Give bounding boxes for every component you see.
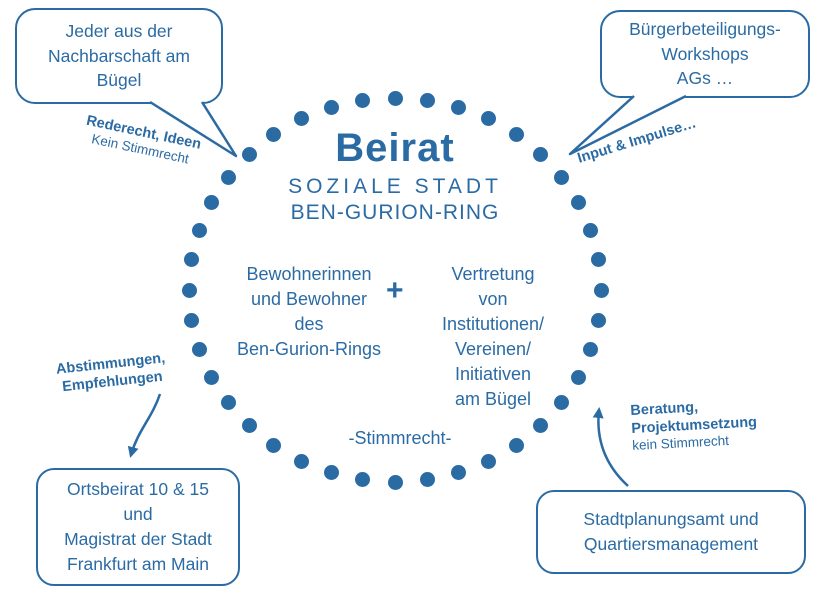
ring-dot xyxy=(571,369,587,385)
ring-dot xyxy=(355,472,371,488)
label-beratung: Beratung, Projektumsetzung kein Stimmrec… xyxy=(630,395,758,455)
ring-dot xyxy=(533,146,549,162)
ring-dot xyxy=(323,99,339,115)
ring-dot xyxy=(181,282,197,298)
box-line: Stadtplanungsamt und xyxy=(583,509,759,530)
text-line: des xyxy=(294,314,324,334)
ring-dot xyxy=(419,92,435,108)
ring-dot xyxy=(241,146,257,162)
bubble-line: Workshops xyxy=(661,43,749,64)
ring-dot xyxy=(583,341,599,357)
diagram-subtitle-1: SOZIALE STADT xyxy=(288,175,502,198)
bubble-line: AGs … xyxy=(676,68,734,89)
ring-dot xyxy=(184,252,200,268)
ring-dot xyxy=(451,465,467,481)
bubble-line: Bügel xyxy=(96,70,142,91)
text-line: von xyxy=(478,289,508,309)
bubble-line: Nachbarschaft am xyxy=(47,45,190,66)
ring-dot xyxy=(593,282,609,298)
ring-dot xyxy=(191,223,207,239)
box-line: Magistrat der Stadt xyxy=(64,529,212,549)
ring-dot xyxy=(203,369,219,385)
ring-dot xyxy=(184,312,200,328)
ring-dot xyxy=(220,395,236,411)
ring-dot xyxy=(203,195,219,211)
speech-bubble-neighbourhood: Jeder aus der Nachbarschaft am Bügel xyxy=(15,8,223,104)
ring-dot xyxy=(554,395,570,411)
ring-dot xyxy=(481,453,497,469)
ring-dot xyxy=(266,127,282,143)
ring-dot xyxy=(554,169,570,185)
ring-dot xyxy=(387,90,403,106)
diagram-title: Beirat xyxy=(335,126,455,170)
box-line: Ortsbeirat 10 & 15 xyxy=(66,479,209,500)
circle-title-block: Beirat SOZIALE STADT BEN-GURION-RING xyxy=(245,126,545,225)
ring-dot xyxy=(590,312,606,328)
ring-dot xyxy=(355,92,371,108)
box-stadtplanungsamt: Stadtplanungsamt und Quartiersmanagement xyxy=(536,490,806,574)
text-line: am Bügel xyxy=(454,389,532,409)
bubble-line: Jeder aus der xyxy=(65,20,173,41)
ring-dot xyxy=(266,437,282,453)
ring-dot xyxy=(293,111,309,127)
text-line: Bewohnerinnen xyxy=(246,264,372,284)
ring-dot xyxy=(451,99,467,115)
text-line: und Bewohner xyxy=(250,289,368,309)
ring-dot xyxy=(191,341,207,357)
ring-dot xyxy=(508,437,524,453)
ring-dot xyxy=(220,169,236,185)
ring-dot xyxy=(481,111,497,127)
ring-dot xyxy=(323,465,339,481)
ring-dot xyxy=(241,418,257,434)
text-line: Institutionen/ xyxy=(441,314,545,334)
voting-note: -Stimmrecht- xyxy=(348,428,452,448)
institutions-group: Vertretung von Institutionen/ Vereinen/ … xyxy=(412,262,574,412)
box-line: und xyxy=(123,504,153,525)
ring-dot xyxy=(419,472,435,488)
box-line: Quartiersmanagement xyxy=(583,534,759,554)
speech-bubble-workshops: Bürgerbeteiligungs- Workshops AGs … xyxy=(600,10,810,98)
ring-dot xyxy=(583,223,599,239)
ring-dot xyxy=(590,252,606,268)
ring-dot xyxy=(293,453,309,469)
diagram-subtitle-2: BEN-GURION-RING xyxy=(290,201,500,224)
ring-dot xyxy=(508,127,524,143)
box-ortsbeirat-magistrat: Ortsbeirat 10 & 15 und Magistrat der Sta… xyxy=(36,468,240,586)
text-line: Ben-Gurion-Rings xyxy=(236,339,382,359)
ring-dot xyxy=(387,474,403,490)
text-line: Vertretung xyxy=(451,264,535,284)
ring-dot xyxy=(571,195,587,211)
text-line: Initiativen xyxy=(454,364,532,384)
bubble-line: Bürgerbeteiligungs- xyxy=(629,18,781,39)
residents-group: Bewohnerinnen und Bewohner des Ben-Gurio… xyxy=(223,262,395,362)
plus-sign: + xyxy=(386,274,404,307)
text-line: Vereinen/ xyxy=(454,339,532,359)
box-line: Frankfurt am Main xyxy=(67,553,209,574)
ring-dot xyxy=(533,418,549,434)
